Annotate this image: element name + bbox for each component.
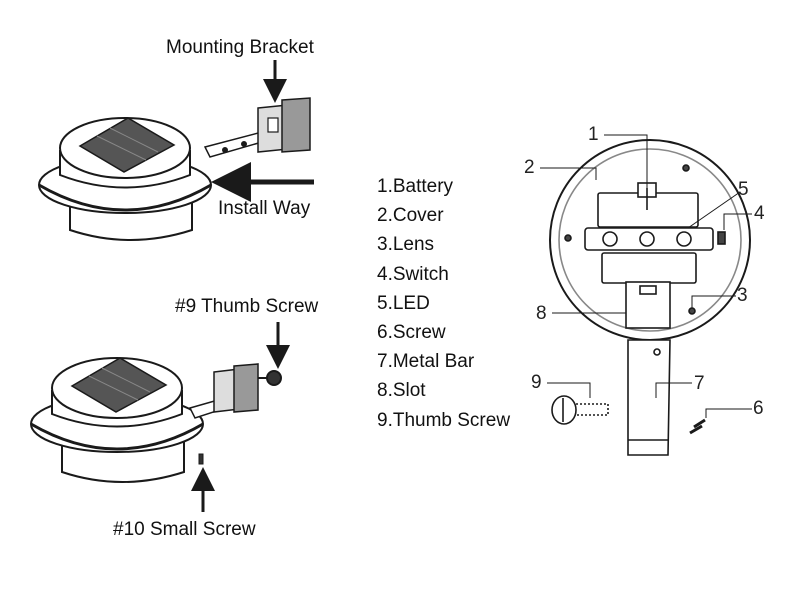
part-number-2: 2 <box>524 157 535 178</box>
part-number-5: 5 <box>738 179 749 200</box>
parts-legend: 1.Battery 2.Cover 3.Lens 4.Switch 5.LED … <box>377 172 510 435</box>
small-screw-label: #10 Small Screw <box>113 519 256 540</box>
legend-item: 4.Switch <box>377 263 449 285</box>
gutter-light-top <box>38 97 311 241</box>
part-number-3: 3 <box>737 285 748 306</box>
legend-item: 8.Slot <box>377 380 426 402</box>
part-number-1: 1 <box>588 124 599 145</box>
legend-item: 5.LED <box>377 292 430 314</box>
legend-item: 9.Thumb Screw <box>377 409 511 431</box>
legend-item: 1.Battery <box>377 176 454 197</box>
exploded-view <box>549 139 751 456</box>
part-number-9: 9 <box>531 372 542 393</box>
legend-item: 7.Metal Bar <box>377 351 475 373</box>
part-number-6: 6 <box>753 398 764 419</box>
install-way-label: Install Way <box>218 198 311 219</box>
leader-lines <box>540 134 752 418</box>
part-number-8: 8 <box>536 303 547 324</box>
legend-item: 3.Lens <box>377 234 435 256</box>
part-number-4: 4 <box>754 203 765 224</box>
mounting-bracket-label: Mounting Bracket <box>166 37 314 58</box>
thumb-screw-label: #9 Thumb Screw <box>175 296 319 317</box>
part-number-7: 7 <box>694 373 705 394</box>
gutter-light-bottom <box>30 357 282 483</box>
legend-item: 6.Screw <box>377 322 446 344</box>
legend-item: 2.Cover <box>377 205 444 227</box>
